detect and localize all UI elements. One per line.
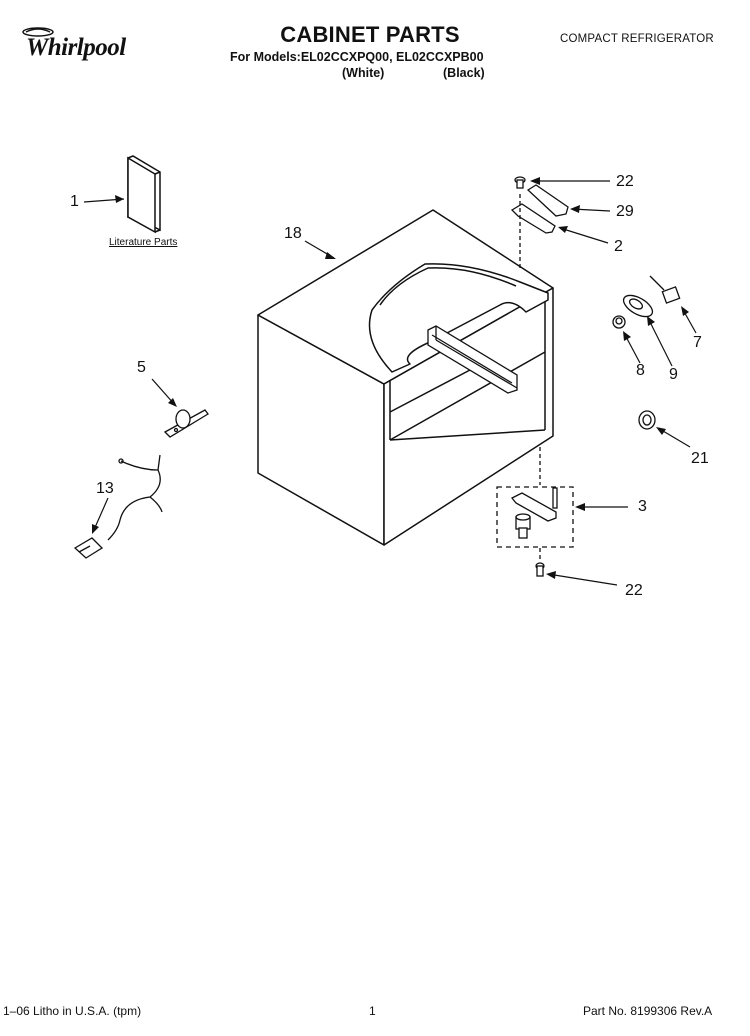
callout-18: 18 bbox=[284, 225, 302, 242]
control-parts bbox=[612, 275, 681, 329]
cabinet-shell bbox=[257, 209, 554, 546]
product-category: COMPACT REFRIGERATOR bbox=[560, 33, 714, 45]
footer-page-number: 1 bbox=[369, 1004, 376, 1018]
callout-13: 13 bbox=[96, 480, 114, 497]
whirlpool-logo-swoosh bbox=[22, 27, 54, 37]
literature-booklet bbox=[127, 155, 161, 234]
callout-29: 29 bbox=[616, 203, 634, 220]
bottom-hinge-assembly bbox=[496, 447, 574, 577]
footer-part-number: Part No. 8199306 Rev.A bbox=[583, 1004, 713, 1018]
cabinet-rail bbox=[427, 325, 518, 394]
variant-white: (White) bbox=[342, 66, 385, 80]
page-title: CABINET PARTS bbox=[280, 22, 460, 47]
models-line: For Models:EL02CCXPQ00, EL02CCXPB00 bbox=[230, 50, 484, 64]
literature-parts-label: Literature Parts bbox=[109, 237, 178, 248]
callout-7: 7 bbox=[693, 334, 702, 351]
power-cord bbox=[73, 454, 163, 559]
variant-black: (Black) bbox=[443, 66, 485, 80]
callout-22-top: 22 bbox=[616, 173, 634, 190]
callout-2: 2 bbox=[614, 238, 623, 255]
callout-22-bottom: 22 bbox=[625, 582, 643, 599]
callout-9: 9 bbox=[669, 366, 678, 383]
top-hinge-assembly bbox=[510, 176, 569, 270]
callout-3: 3 bbox=[638, 498, 647, 515]
cord-clamp bbox=[163, 409, 209, 438]
callout-1: 1 bbox=[70, 193, 79, 210]
footer-litho: 1–06 Litho in U.S.A. (tpm) bbox=[3, 1004, 142, 1018]
callout-5: 5 bbox=[137, 359, 146, 376]
callout-21: 21 bbox=[691, 450, 709, 467]
ring-part bbox=[638, 410, 656, 430]
brand-logo: Whirlpool bbox=[26, 34, 126, 61]
callout-8: 8 bbox=[636, 362, 645, 379]
